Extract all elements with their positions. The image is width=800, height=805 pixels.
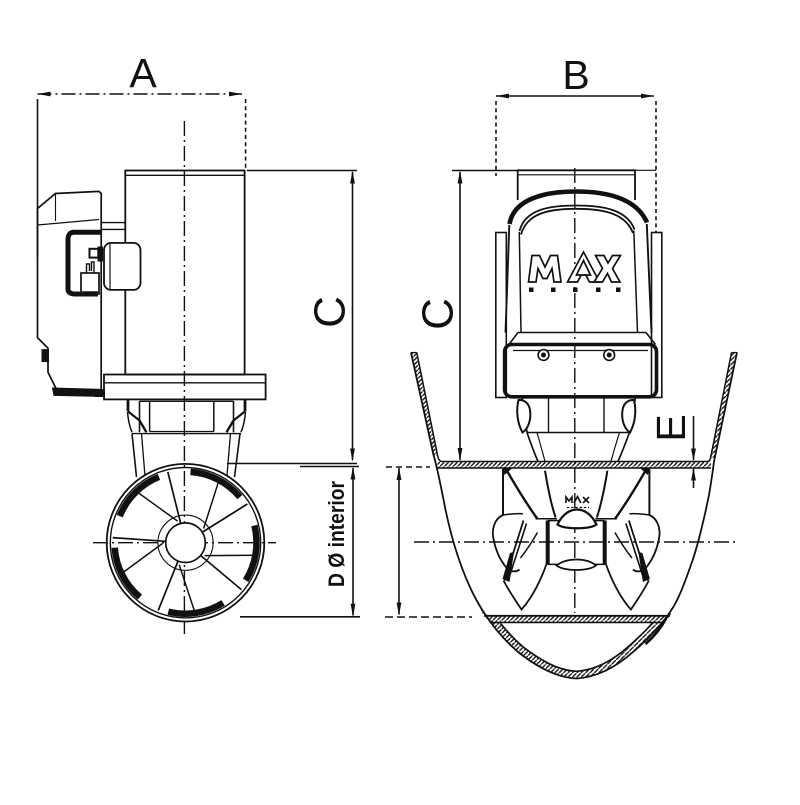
svg-text:A: A [129,50,157,96]
svg-text:B: B [562,52,589,98]
svg-text:E: E [648,414,694,441]
svg-text:C: C [414,298,463,330]
svg-text:C: C [306,296,355,328]
svg-text:D Ø interior: D Ø interior [324,481,349,587]
